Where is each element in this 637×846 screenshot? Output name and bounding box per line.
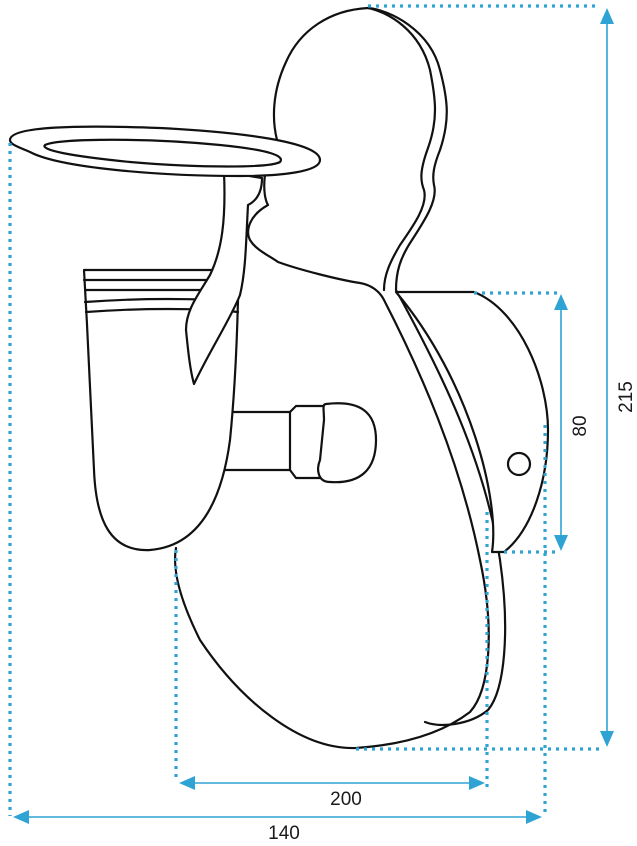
arrow-right-icon [526, 810, 542, 824]
arrow-right-icon [469, 776, 485, 790]
dimension-215 [600, 8, 614, 747]
backplate-edge [366, 6, 507, 726]
arrow-left-icon [179, 776, 195, 790]
tray-inner [43, 138, 283, 168]
arrow-down-icon [554, 535, 568, 551]
dimension-200 [179, 776, 485, 790]
lamp-hook [184, 170, 264, 386]
dimension-guides [8, 4, 602, 816]
lamp-hook-outline [184, 170, 264, 386]
arm-knob [317, 402, 378, 484]
arm-bar [222, 404, 327, 480]
arrow-down-icon [600, 731, 614, 747]
mounting-screw-icon [506, 451, 532, 477]
dimension-80 [554, 294, 568, 551]
mounting-base-outline [394, 290, 550, 554]
lamp-arm [222, 402, 378, 484]
arrow-up-icon [554, 294, 568, 310]
label-80: 80 [570, 415, 591, 436]
arrow-up-icon [600, 8, 614, 24]
label-140: 140 [268, 823, 300, 844]
mounting-base [394, 290, 550, 554]
dimension-140 [13, 810, 542, 824]
label-200: 200 [330, 789, 362, 810]
top-tray [8, 125, 322, 178]
backplate-edge-inner [366, 6, 437, 292]
arrow-left-icon [13, 810, 29, 824]
label-215: 215 [616, 381, 637, 413]
